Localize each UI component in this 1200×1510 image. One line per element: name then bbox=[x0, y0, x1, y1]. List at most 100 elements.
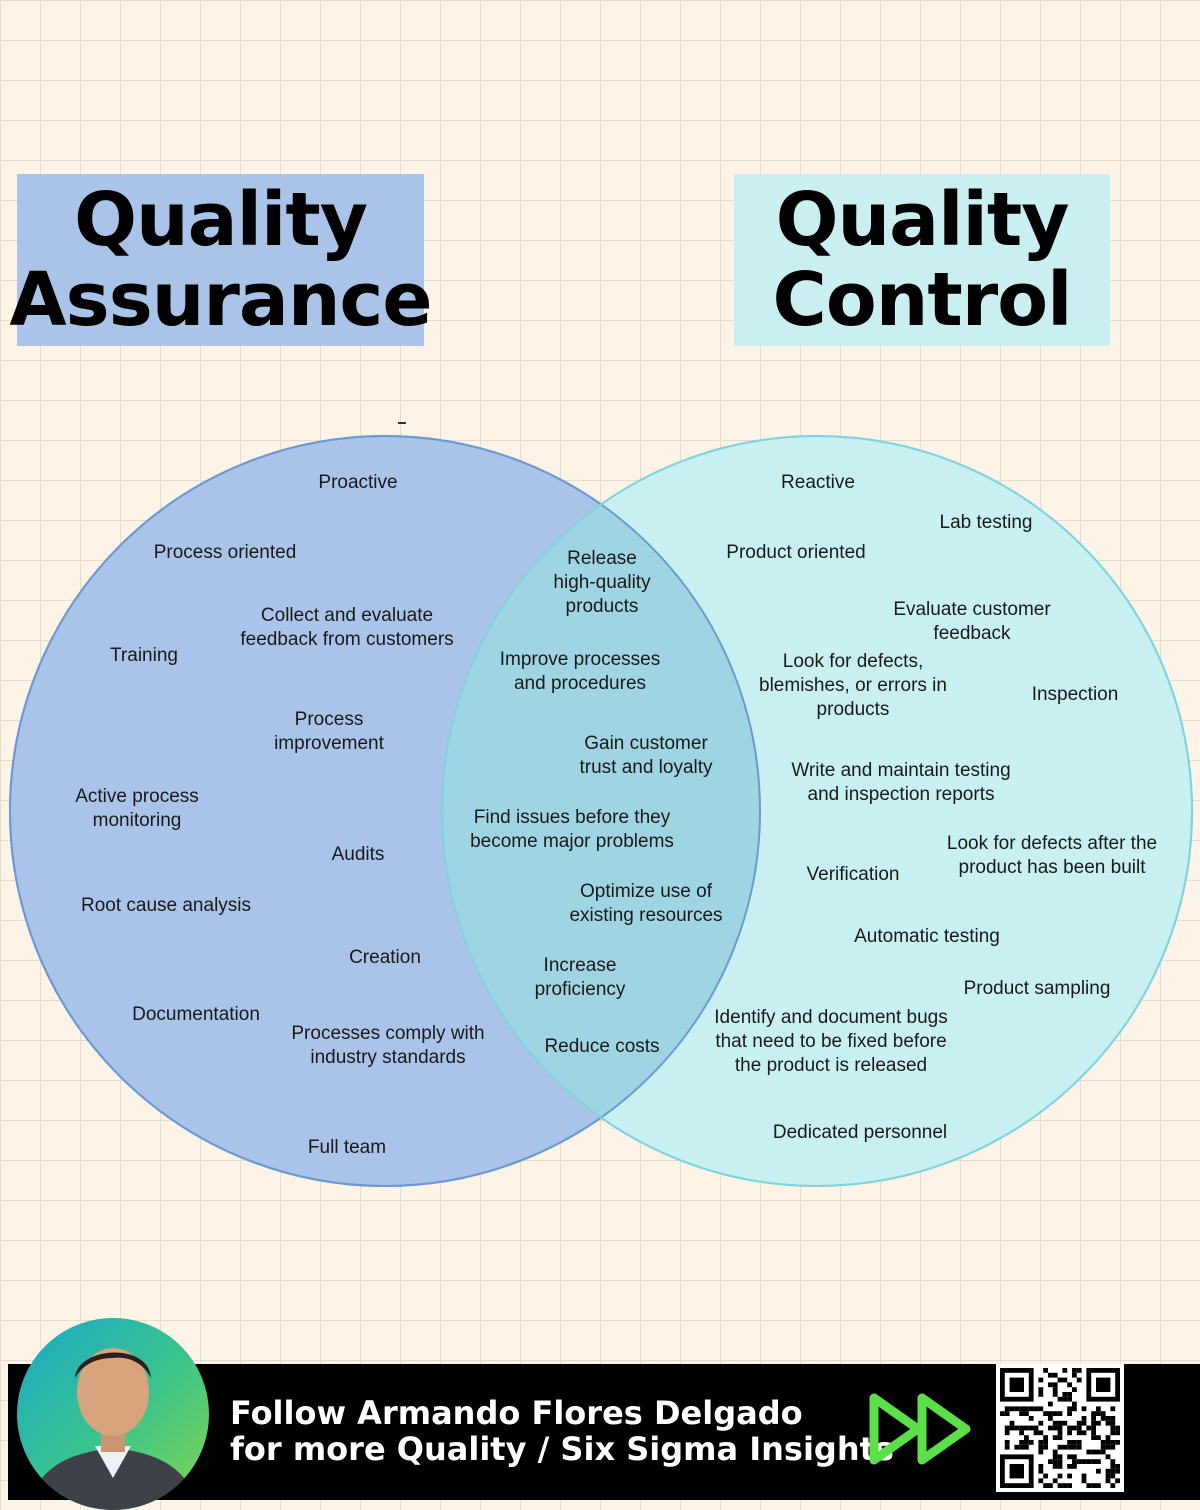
label-line: the product is released bbox=[734, 1055, 928, 1076]
qc-label-12: Identify and document bugs that need to b… bbox=[714, 1006, 947, 1078]
label-line: Proactive bbox=[318, 472, 398, 493]
qa-label-7: Audits bbox=[332, 843, 385, 867]
qc-title-line-1: Quality bbox=[775, 177, 1070, 263]
label-line: Release bbox=[567, 548, 637, 569]
qa-label-9: Creation bbox=[349, 946, 421, 970]
qa-label-8: Root cause analysis bbox=[81, 894, 251, 918]
label-line: Gain customer bbox=[584, 733, 708, 754]
label-line: Active process bbox=[75, 786, 199, 807]
shared-label-2: Improve processes and procedures bbox=[500, 648, 661, 696]
label-line: Product sampling bbox=[963, 978, 1111, 999]
shared-label-7: Reduce costs bbox=[544, 1035, 659, 1059]
label-line: monitoring bbox=[92, 810, 182, 831]
label-line: Inspection bbox=[1031, 684, 1119, 705]
follow-line-1: Follow Armando Flores Delgado bbox=[230, 1394, 803, 1432]
label-line: Improve processes bbox=[499, 649, 661, 670]
qr-code-icon[interactable] bbox=[996, 1364, 1124, 1492]
qc-label-8: Look for defects after the product has be… bbox=[947, 832, 1157, 880]
label-line: trust and loyalty bbox=[579, 757, 713, 778]
qa-label-12: Full team bbox=[308, 1136, 386, 1160]
label-line: feedback from customers bbox=[240, 629, 454, 650]
label-line: Documentation bbox=[132, 1004, 260, 1025]
label-line: Optimize use of bbox=[580, 881, 712, 902]
label-line: Write and maintain testing bbox=[791, 760, 1011, 781]
label-line: feedback bbox=[933, 623, 1011, 644]
label-line: Root cause analysis bbox=[80, 895, 252, 916]
qc-circle-outline bbox=[441, 435, 1193, 1187]
label-line: and inspection reports bbox=[807, 784, 995, 805]
label-line: become major problems bbox=[470, 831, 674, 852]
follow-text: Follow Armando Flores Delgado for more Q… bbox=[230, 1395, 894, 1467]
qc-label-1: Reactive bbox=[781, 471, 855, 495]
qc-label-6: Inspection bbox=[1032, 683, 1119, 707]
quality-assurance-title-box: Quality Assurance bbox=[9, 174, 433, 346]
qa-label-5: Process improvement bbox=[274, 708, 384, 756]
qa-label-3: Collect and evaluate feedback from custom… bbox=[240, 604, 453, 652]
label-line: Collect and evaluate bbox=[260, 605, 434, 626]
label-line: Automatic testing bbox=[854, 926, 1000, 947]
label-line: Evaluate customer bbox=[893, 599, 1051, 620]
label-line: Full team bbox=[307, 1137, 387, 1158]
qa-label-2: Process oriented bbox=[154, 541, 297, 565]
label-line: high-quality bbox=[553, 572, 651, 593]
label-line: Product oriented bbox=[726, 542, 866, 563]
label-line: Dedicated personnel bbox=[772, 1122, 948, 1143]
person-avatar bbox=[17, 1318, 209, 1510]
shared-label-1: Release high-quality products bbox=[553, 547, 650, 619]
label-line: Audits bbox=[331, 844, 385, 865]
overlap-region bbox=[442, 436, 760, 1186]
label-line: Increase bbox=[543, 955, 617, 976]
label-line: Verification bbox=[806, 864, 900, 885]
qc-label-13: Dedicated personnel bbox=[773, 1121, 947, 1145]
qa-circle-outline bbox=[9, 435, 761, 1187]
label-line: Process bbox=[294, 709, 364, 730]
label-line: Processes comply with bbox=[291, 1023, 485, 1044]
qa-label-4: Training bbox=[110, 644, 178, 668]
label-line: proficiency bbox=[534, 979, 626, 1000]
qa-label-10: Documentation bbox=[132, 1003, 260, 1027]
label-line: Look for defects after the bbox=[946, 833, 1158, 854]
qc-title-line-2: Control bbox=[772, 257, 1073, 343]
shared-label-5: Optimize use of existing resources bbox=[569, 880, 722, 928]
label-line: Find issues before they bbox=[473, 807, 671, 828]
qc-label-4: Evaluate customer feedback bbox=[893, 598, 1050, 646]
qc-label-3: Product oriented bbox=[726, 541, 865, 565]
qr-code-pattern bbox=[1000, 1368, 1120, 1488]
qc-label-7: Write and maintain testing and inspection… bbox=[791, 759, 1010, 807]
label-line: Reactive bbox=[781, 472, 855, 493]
label-line: improvement bbox=[274, 733, 384, 754]
shared-label-4: Find issues before they become major prob… bbox=[470, 806, 674, 854]
label-line: Lab testing bbox=[939, 512, 1033, 533]
label-line: Training bbox=[110, 645, 178, 666]
qa-title-line-2: Assurance bbox=[9, 257, 432, 343]
qc-label-11: Product sampling bbox=[964, 977, 1111, 1001]
label-line: existing resources bbox=[569, 905, 723, 926]
qa-title-line-1: Quality bbox=[74, 177, 368, 263]
label-line: blemishes, or errors in bbox=[759, 675, 947, 696]
avatar-silhouette-icon bbox=[27, 1348, 199, 1510]
stray-dash-mark bbox=[398, 422, 406, 424]
label-line: and procedures bbox=[513, 673, 647, 694]
qc-label-9: Verification bbox=[807, 863, 900, 887]
label-line: Identify and document bugs bbox=[714, 1007, 948, 1028]
follow-line-2: for more Quality / Six Sigma Insights bbox=[230, 1430, 894, 1468]
label-line: that need to be fixed before bbox=[715, 1031, 947, 1052]
label-line: industry standards bbox=[310, 1047, 466, 1068]
label-line: product has been built bbox=[958, 857, 1146, 878]
fast-forward-icon bbox=[869, 1393, 971, 1465]
quality-control-title-box: Quality Control bbox=[734, 174, 1110, 346]
qc-label-10: Automatic testing bbox=[854, 925, 1000, 949]
label-line: Process oriented bbox=[153, 542, 297, 563]
shared-label-6: Increase proficiency bbox=[535, 954, 626, 1002]
qa-label-11: Processes comply with industry standards bbox=[291, 1022, 484, 1070]
label-line: Look for defects, bbox=[782, 651, 924, 672]
shared-label-3: Gain customer trust and loyalty bbox=[579, 732, 712, 780]
label-line: Creation bbox=[349, 947, 421, 968]
label-line: products bbox=[565, 596, 639, 617]
label-line: Reduce costs bbox=[544, 1036, 660, 1057]
label-line: products bbox=[816, 699, 890, 720]
qa-label-1: Proactive bbox=[318, 471, 397, 495]
qc-label-2: Lab testing bbox=[940, 511, 1033, 535]
qc-label-5: Look for defects, blemishes, or errors in… bbox=[759, 650, 947, 722]
